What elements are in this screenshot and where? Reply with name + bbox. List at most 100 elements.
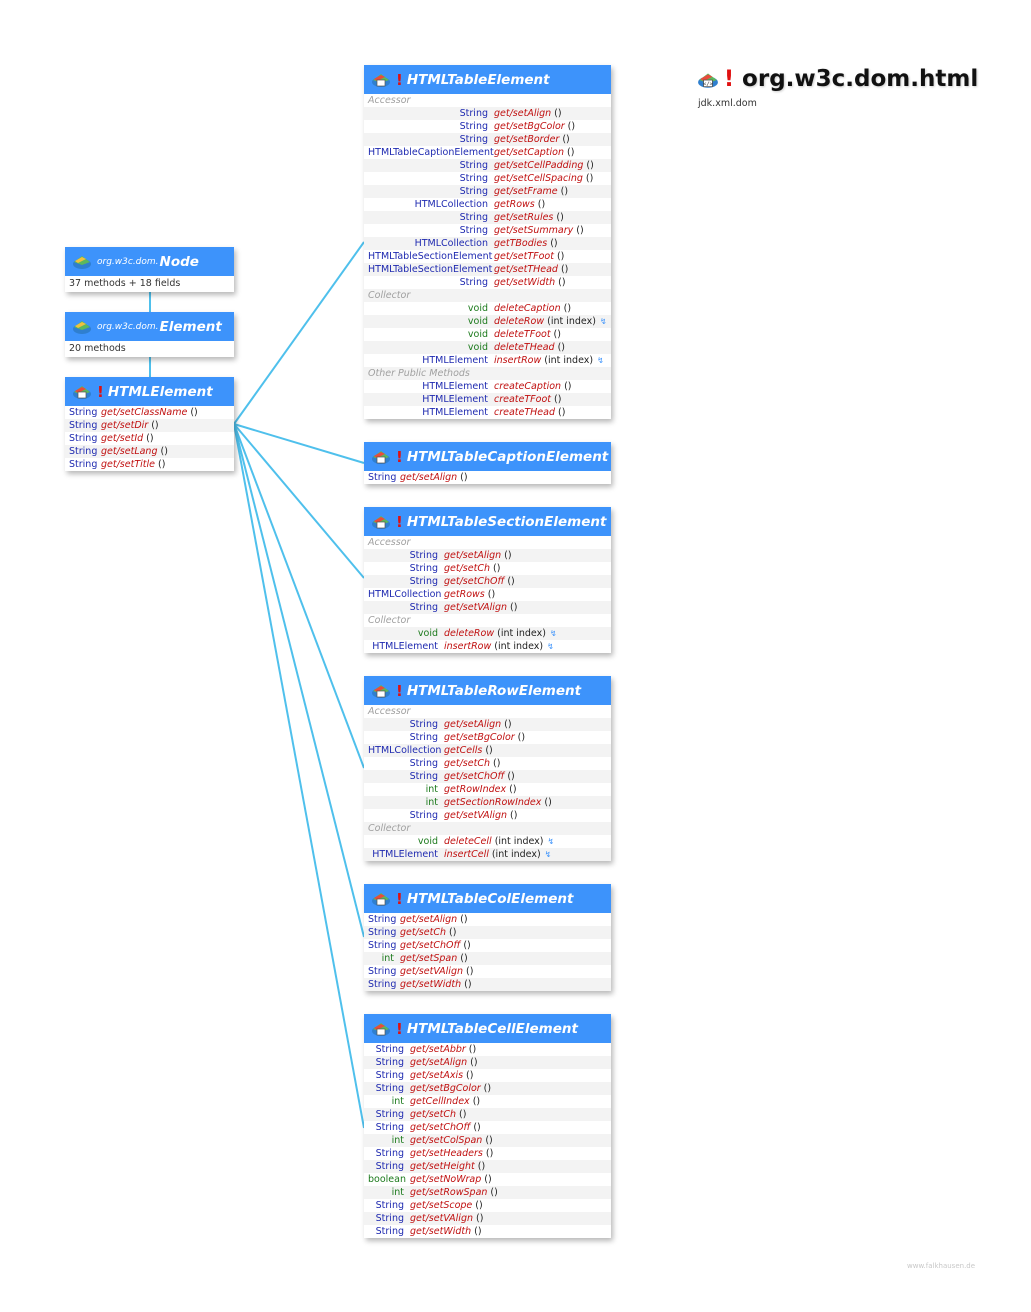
class-box-node[interactable]: org.w3c.dom. Node 37 methods + 18 fields <box>65 247 234 292</box>
return-type: String <box>459 134 488 145</box>
return-type: HTMLElement <box>422 355 488 366</box>
method-params: (int index) <box>491 849 541 860</box>
return-type: int <box>381 953 394 964</box>
method-params: () <box>490 1187 498 1198</box>
method-name: get/setBorder <box>494 134 560 145</box>
method-name: get/setColSpan <box>410 1135 483 1146</box>
exclamation-icon: ! <box>396 889 403 908</box>
class-icon <box>372 516 390 529</box>
class-icon <box>73 386 91 399</box>
class-box-element[interactable]: org.w3c.dom. Element 20 methods <box>65 312 234 357</box>
overload-arrow-icon: ↯ <box>547 837 555 846</box>
return-type: String <box>368 472 397 483</box>
section-label: Accessor <box>368 706 411 717</box>
method-params: () <box>492 758 501 769</box>
exclamation-icon: ! <box>396 681 403 700</box>
svg-text:</>: </> <box>703 81 714 87</box>
method-name: createCaption <box>494 381 562 392</box>
method-params: () <box>507 771 515 782</box>
method-name: getTBodies <box>494 238 548 249</box>
method-name: get/setClassName <box>101 407 188 418</box>
method-params: () <box>576 225 584 236</box>
section-label: Collector <box>368 615 411 626</box>
class-name: HTMLTableElement <box>406 71 550 88</box>
method-name: getRowIndex <box>444 784 507 795</box>
return-type: String <box>409 732 438 743</box>
